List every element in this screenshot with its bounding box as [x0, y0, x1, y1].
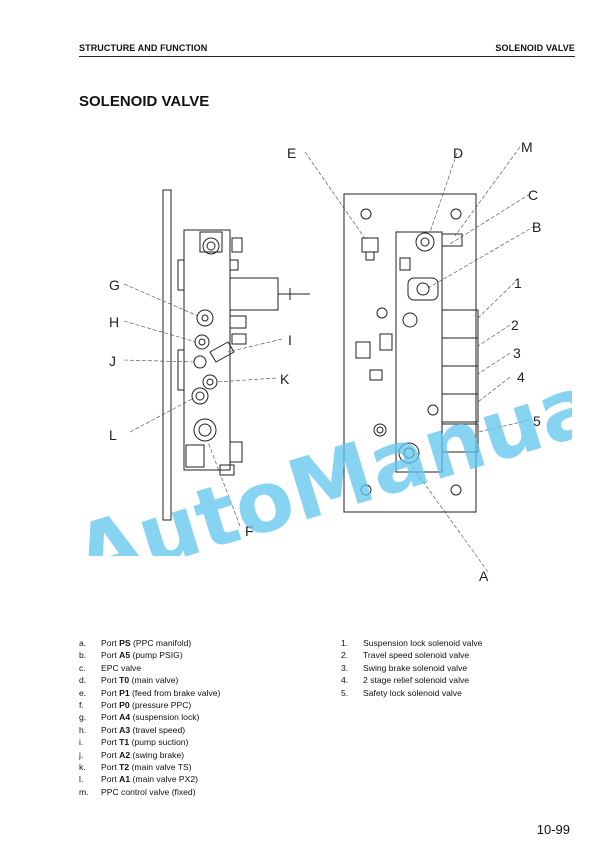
legend-text: Port A3 (travel speed) [101, 724, 186, 735]
solenoid-2 [441, 337, 479, 367]
legend-key: 5. [341, 687, 349, 698]
legend-key: h. [79, 724, 87, 735]
legend-key: f. [79, 700, 84, 711]
solenoid-valve-diagram: A B C D E F G H I J K L M 1 2 3 4 5 [109, 139, 541, 584]
legend-item: 2. Travel speed solenoid valve [341, 649, 581, 661]
port-legend: a. Port PS (PPC manifold) b. Port A5 (pump … [79, 637, 319, 798]
legend-item: m. PPC control valve (fixed) [79, 786, 319, 798]
legend-text: Port P1 (feed from brake valve) [101, 687, 221, 698]
side-plate [162, 189, 172, 521]
header-section-title: STRUCTURE AND FUNCTION [79, 43, 208, 53]
callout-1: 1 [514, 275, 522, 291]
legend-text: 2 stage relief solenoid valve [363, 675, 470, 686]
legend-text: Port PS (PPC manifold) [101, 638, 192, 648]
solenoid-5 [441, 423, 479, 453]
callout-J: J [109, 353, 116, 369]
legend-item: l. Port A1 (main valve PX2) [79, 773, 319, 785]
legend-key: k. [79, 762, 86, 773]
solenoid-1 [441, 309, 479, 339]
callout-B: B [532, 219, 541, 235]
legend-item: j. Port A2 (swing brake) [79, 749, 319, 761]
legend-text: Safety lock solenoid valve [363, 687, 462, 698]
legend-key: g. [79, 712, 87, 723]
callout-5: 5 [533, 413, 541, 429]
callout-E: E [287, 145, 296, 161]
legend-text: Travel speed solenoid valve [363, 650, 470, 661]
legend-item: 3. Swing brake solenoid valve [341, 662, 581, 674]
callout-4: 4 [517, 369, 525, 385]
solenoid-3 [441, 365, 479, 395]
legend-item: d. Port T0 (main valve) [79, 674, 319, 686]
callout-K: K [280, 371, 290, 387]
legend-key: a. [79, 638, 87, 648]
legend-item: 4. 2 stage relief solenoid valve [341, 674, 581, 686]
callout-2: 2 [511, 317, 519, 333]
legend-item: g. Port A4 (suspension lock) [79, 711, 319, 723]
legend-item: i. Port T1 (pump suction) [79, 736, 319, 748]
legend-item: c. EPC valve [79, 662, 319, 674]
header-topic-title: SOLENOID VALVE [495, 43, 575, 53]
legend-item: e. Port P1 (feed from brake valve) [79, 687, 319, 699]
legend-text: Suspension lock solenoid valve [363, 638, 483, 648]
side-block [183, 229, 231, 471]
legend-key: 4. [341, 675, 349, 686]
legend-key: 1. [341, 638, 349, 648]
callout-3: 3 [513, 345, 521, 361]
legend-key: m. [79, 786, 89, 797]
valve-block [395, 231, 443, 473]
legend-text: Port A2 (swing brake) [101, 749, 185, 760]
callout-M: M [521, 139, 533, 155]
mounting-plate [343, 193, 477, 513]
legend-key: e. [79, 687, 87, 698]
legend-item: 5. Safety lock solenoid valve [341, 687, 581, 699]
legend-item: 1. Suspension lock solenoid valve [341, 637, 581, 649]
legend-key: d. [79, 675, 87, 686]
legend-item: h. Port A3 (travel speed) [79, 724, 319, 736]
legend-text: Port T1 (pump suction) [101, 737, 189, 748]
valve-legend: 1. Suspension lock solenoid valve 2. Travel… [341, 637, 581, 699]
legend-text: Port T0 (main valve) [101, 675, 179, 686]
legend-text: Swing brake solenoid valve [363, 662, 468, 673]
legend-text: EPC valve [101, 662, 142, 673]
legend-key: l. [79, 774, 84, 785]
legend-item: k. Port T2 (main valve TS) [79, 761, 319, 773]
legend-key: 3. [341, 662, 349, 673]
callout-C: C [528, 187, 538, 203]
legend-key: j. [79, 749, 84, 760]
callout-F: F [245, 523, 254, 539]
page-number: 10-99 [536, 822, 570, 837]
legend-key: 2. [341, 650, 349, 661]
legend-text: Port A4 (suspension lock) [101, 712, 200, 723]
epc-valve-body [229, 277, 279, 311]
legend-item: a. Port PS (PPC manifold) [79, 637, 319, 649]
legend-key: b. [79, 650, 87, 661]
legend-text: PPC control valve (fixed) [101, 786, 196, 797]
legend-text: Port A5 (pump PSIG) [101, 650, 183, 661]
callout-G: G [109, 277, 120, 293]
legend-key: c. [79, 662, 86, 673]
legend-text: Port A1 (main valve PX2) [101, 774, 198, 785]
callout-L: L [109, 427, 117, 443]
header-rule [79, 56, 575, 57]
callout-D: D [453, 145, 463, 161]
legend-text: Port P0 (pressure PPC) [101, 700, 192, 711]
callout-A: A [479, 568, 489, 584]
legend-text: Port T2 (main valve TS) [101, 762, 192, 773]
callout-I: I [288, 332, 292, 348]
page-title: SOLENOID VALVE [79, 93, 210, 110]
legend-item: f. Port P0 (pressure PPC) [79, 699, 319, 711]
legend-key: i. [79, 737, 84, 748]
callout-H: H [109, 314, 119, 330]
solenoid-4 [441, 393, 479, 423]
legend-item: b. Port A5 (pump PSIG) [79, 649, 319, 661]
